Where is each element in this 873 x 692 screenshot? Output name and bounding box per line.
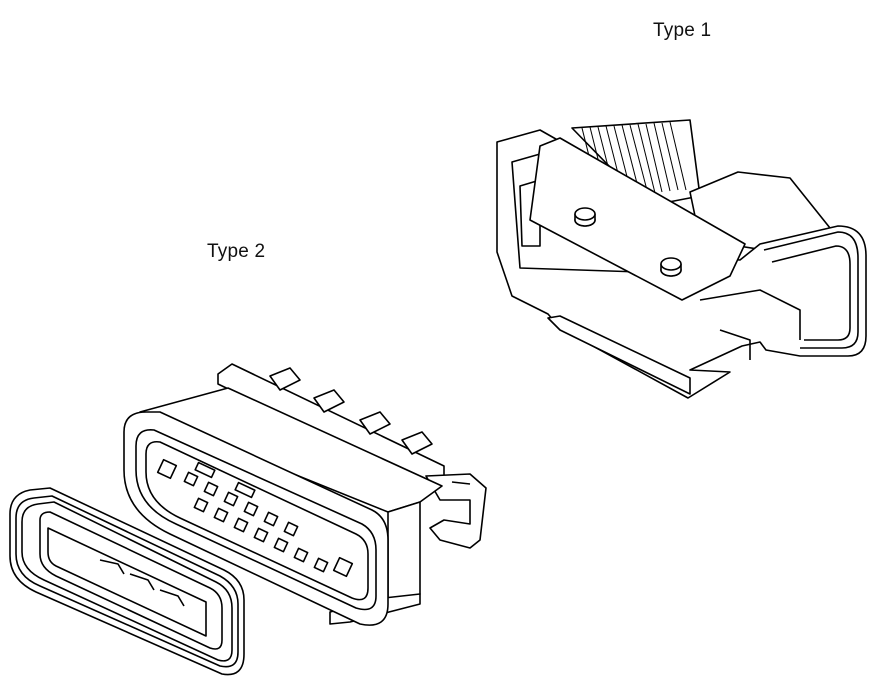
seal-gasket xyxy=(9,487,245,676)
type-2-label: Type 2 xyxy=(207,241,266,262)
type-2-pin-cavities xyxy=(156,458,354,578)
type-1-label: Type 1 xyxy=(653,20,712,41)
connector-type-2 xyxy=(123,363,487,626)
connector-type-1 xyxy=(496,119,867,399)
